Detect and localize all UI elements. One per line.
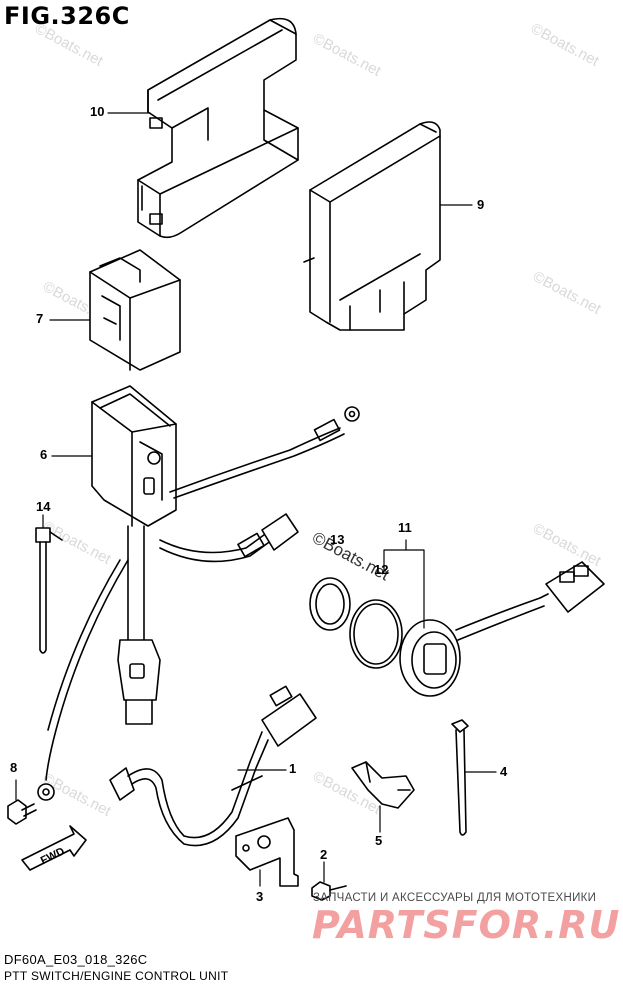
part-12-oring <box>349 599 403 669</box>
part-4-tie <box>451 719 469 836</box>
part-14-clamp <box>35 527 63 654</box>
shop-tagline: ЗАПЧАСТИ И АКСЕССУАРЫ ДЛЯ МОТОТЕХНИКИ <box>313 892 597 904</box>
callout-9: 9 <box>477 197 485 212</box>
callout-11: 11 <box>398 520 412 535</box>
callout-7: 7 <box>36 311 44 326</box>
part-8-bolt <box>7 799 37 825</box>
fwd-label: FWD <box>39 845 67 867</box>
callout-10: 10 <box>90 104 105 119</box>
callout-3: 3 <box>256 889 264 904</box>
figure-code: DF60A_E03_018_326C <box>4 952 148 967</box>
figure-name: PTT SWITCH/ENGINE CONTROL UNIT <box>4 969 229 983</box>
callout-14: 14 <box>36 499 51 514</box>
callout-6: 6 <box>40 447 48 462</box>
part-9-ecu <box>303 121 441 331</box>
part-13-ring <box>309 577 351 631</box>
shop-logo: PARTSFOR.RU <box>312 903 621 947</box>
part-1-harness <box>109 685 317 847</box>
callout-8: 8 <box>10 760 18 775</box>
callout-4: 4 <box>500 764 508 779</box>
part-11-switch <box>399 561 605 697</box>
callout-13: 13 <box>330 532 345 547</box>
callout-5: 5 <box>375 833 383 848</box>
part-6-ptt-switch <box>37 385 360 801</box>
callout-2: 2 <box>320 847 328 862</box>
part-5-clamp <box>351 761 415 809</box>
callout-12: 12 <box>374 562 389 577</box>
part-2-screw <box>311 881 347 901</box>
fwd-arrow <box>21 825 87 871</box>
callout-1: 1 <box>289 761 297 776</box>
leader-lines <box>15 112 497 887</box>
part-7-relay <box>89 249 181 371</box>
part-10-cover <box>137 17 299 239</box>
figure-title: FIG.326C <box>4 2 130 30</box>
part-3-bracket <box>235 817 299 887</box>
